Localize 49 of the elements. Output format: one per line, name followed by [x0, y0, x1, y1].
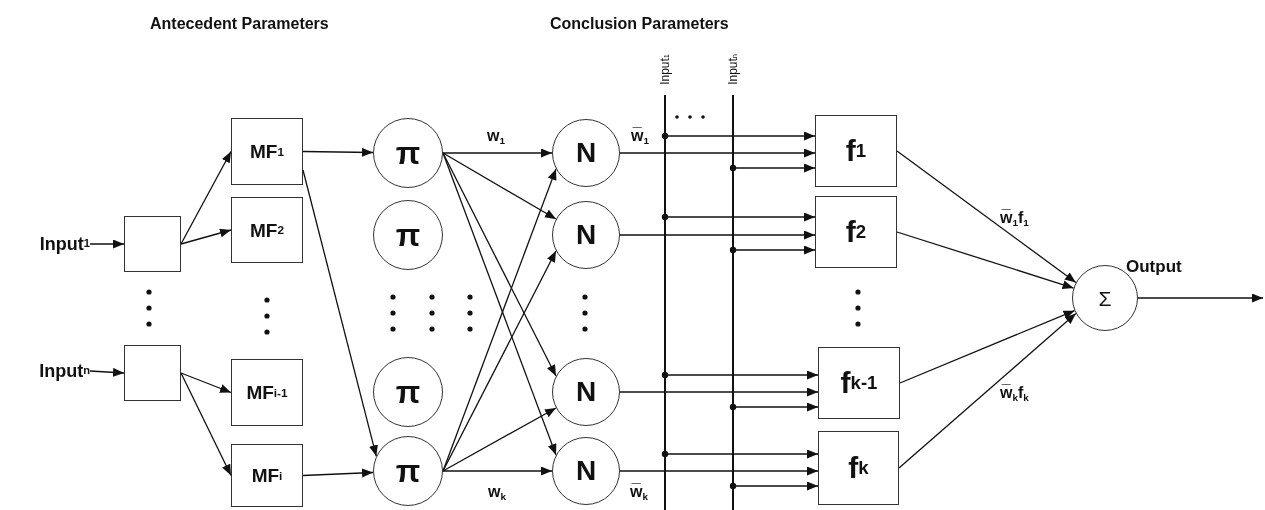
- section-title: Antecedent Parameters: [150, 16, 329, 32]
- input-node: [124, 345, 181, 401]
- arrow: [302, 169, 378, 457]
- arrow: [896, 150, 1077, 284]
- arrow: [442, 407, 557, 472]
- edge-label: w̅$_{1}$: [631, 128, 649, 146]
- arrow: [619, 148, 816, 158]
- normalization-node: N: [552, 437, 620, 505]
- arrow: [1137, 293, 1264, 303]
- arrow: [899, 310, 1076, 384]
- edge-label: w̅$_{1}$f$_{1}$: [1000, 210, 1029, 228]
- arrow: [729, 245, 816, 255]
- arrow: [661, 212, 816, 222]
- arrow: [661, 370, 819, 380]
- arrow: [89, 367, 125, 377]
- arrow: [180, 372, 232, 477]
- section-title: Conclusion Parameters: [550, 16, 729, 32]
- arrow: [661, 131, 816, 141]
- arrow: [302, 468, 374, 478]
- arrow: [180, 372, 232, 394]
- arrow: [619, 387, 819, 397]
- product-node: π: [373, 357, 443, 427]
- product-node: π: [373, 118, 443, 188]
- edge-label: w̅$_{k}$f$_{k}$: [1000, 385, 1029, 403]
- arrow: [442, 250, 557, 472]
- arrow: [661, 449, 819, 459]
- arrow: [619, 466, 819, 476]
- arrow: [180, 150, 232, 245]
- arrow: [442, 466, 553, 476]
- arrow: [89, 239, 125, 249]
- normalization-node: N: [552, 358, 620, 426]
- normalization-node: N: [552, 201, 620, 269]
- arrow: [180, 228, 232, 245]
- normalization-node: N: [552, 119, 620, 187]
- arrow: [898, 312, 1077, 469]
- arrow: [302, 147, 374, 157]
- arrow: [442, 152, 557, 220]
- arrow: [619, 230, 816, 240]
- edge-label: w$_{1}$: [487, 128, 505, 146]
- product-node: π: [373, 200, 443, 270]
- arrow: [729, 402, 819, 412]
- input-node: [124, 216, 181, 272]
- arrow: [729, 481, 819, 491]
- arrow: [442, 148, 553, 158]
- arrow: [896, 231, 1075, 289]
- edge-label: w̅$_{k}$: [630, 484, 648, 502]
- arrow: [729, 163, 816, 173]
- product-node: π: [373, 436, 443, 506]
- edge-label: w$_{k}$: [488, 484, 506, 502]
